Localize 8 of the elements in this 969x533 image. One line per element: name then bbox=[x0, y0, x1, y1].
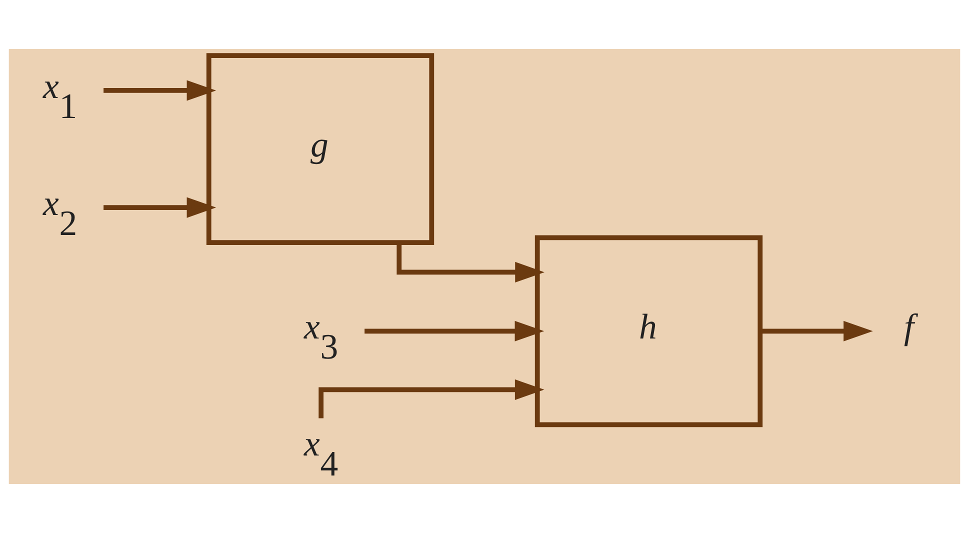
arrow bbox=[104, 80, 216, 101]
node-box: g bbox=[206, 53, 434, 245]
node-box: h bbox=[534, 235, 763, 428]
arrow bbox=[760, 320, 873, 342]
arrow bbox=[364, 320, 544, 342]
arrow bbox=[104, 197, 216, 218]
arrow bbox=[318, 379, 544, 418]
arrow bbox=[396, 243, 544, 282]
